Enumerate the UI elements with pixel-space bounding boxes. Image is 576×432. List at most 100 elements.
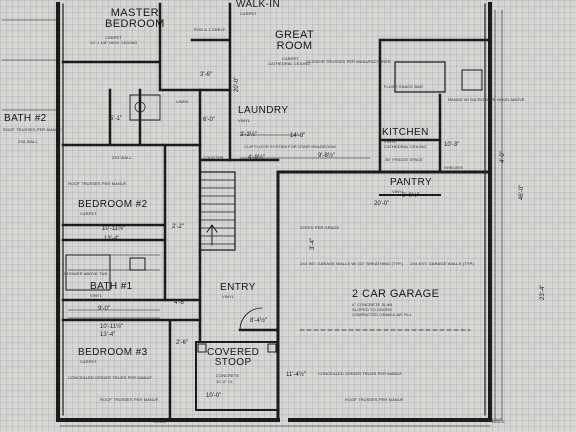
dim-13-4b: 13'-4" — [100, 332, 116, 338]
room-entry: ENTRY — [220, 282, 256, 293]
note-roof-truss-4: ROOF TRUSSES PER MANUF. — [345, 397, 405, 402]
stoop — [195, 341, 279, 411]
master-ceiling: 10'-1 1/8" HIGH CEILING — [90, 40, 138, 45]
note-steel-plate: STEEL PLATE TO SUPPORT BRICK ABOVE — [418, 417, 503, 422]
range — [461, 69, 483, 91]
dim-20-0v: 20'-0" — [234, 76, 240, 92]
stoop-dim: 10'-0" CL — [216, 379, 234, 384]
bedroom2-floor: CARPET — [80, 211, 97, 216]
note-clip-floor: CLIP FLOOR SYSTEM FOR STAIR HEADROOM — [244, 144, 336, 149]
wall-laundry — [198, 88, 280, 252]
room-bath-1: BATH #1 — [90, 281, 133, 292]
dim-4-0: 4'-0" — [500, 151, 506, 163]
entry-floor: VINYL — [222, 294, 235, 299]
wall-walkin — [190, 2, 232, 162]
stairs — [199, 171, 236, 251]
note-scissor-truss: SCISSOR TRUSSES PER MANUFACTURER — [306, 59, 391, 64]
kitchen-floor: VINYL — [384, 139, 397, 144]
great-floor: CARPET — [282, 56, 299, 61]
note-counter: COUNTER — [203, 155, 224, 160]
wall-bedroom2 — [61, 143, 167, 302]
note-concealed-girder-1: CONCEALED GIRDER TRUSS PER MANUF. — [68, 375, 153, 380]
dim-2-6: 2'-6" — [176, 340, 188, 346]
note-rod-shelf: ROD & 1 SHELF — [194, 27, 226, 32]
dim-20-0: 20'-0" — [374, 201, 390, 207]
walkin-floor: CARPET — [240, 11, 257, 16]
note-roof-truss-1: ROOF TRUSSES PER MANUF. — [68, 181, 128, 186]
note-fridge: 36" FRIDGE SPACE — [385, 157, 424, 162]
room-bath-2: BATH #2 — [4, 113, 47, 124]
pantry-floor: VINYL — [392, 189, 405, 194]
note-linen: LINEN — [176, 99, 189, 104]
note-roof-truss-2: ROOF TRUSSES PER MANUF. — [3, 127, 63, 132]
dim-5-1: 5'-1" — [110, 116, 122, 122]
stair-arrow — [206, 224, 218, 246]
dim-4-8: 4'-8" — [174, 300, 186, 306]
wall-bath2 — [61, 88, 202, 147]
dim-14-8: 14'-8" — [290, 133, 306, 139]
note-wall-2x4: 2X4 WALL — [112, 155, 132, 160]
room-covered-stoop: COVERED STOOP — [207, 347, 260, 368]
dim-23-4: 23'-4" — [540, 284, 546, 300]
dim-3-4: 3'-4" — [310, 238, 316, 250]
note-garage-walls-ext: 2X4 EXT. GARAGE WALLS (TYP.) — [410, 261, 475, 266]
room-pantry: PANTRY — [390, 177, 433, 188]
dim-46-0: 46'-0" — [519, 184, 525, 200]
laundry-floor: VINYL — [238, 118, 251, 123]
room-laundry: LAUNDRY — [238, 105, 289, 116]
dim-9-8: 9'-8½" — [318, 153, 335, 159]
room-great-room: GREAT ROOM — [275, 29, 315, 52]
room-kitchen: KITCHEN — [382, 127, 429, 138]
room-garage: 2 CAR GARAGE — [352, 288, 440, 300]
note-brick-1: BRICK — [154, 419, 167, 424]
wall-bedroom3 — [61, 318, 202, 422]
dimension-lines — [1, 9, 503, 427]
dim-6-0b: 6'-0" — [203, 117, 215, 123]
note-shelves: SHELVES — [444, 165, 463, 170]
stair-treads — [199, 179, 236, 245]
wall-entry — [198, 248, 280, 342]
dim-9-0: 9'-0" — [98, 306, 110, 312]
room-bedroom-2: BEDROOM #2 — [78, 199, 148, 210]
note-brick-2: BRICK — [492, 419, 505, 424]
bedroom3-floor: CARPET — [80, 359, 97, 364]
toilet — [129, 257, 146, 271]
note-snack-bar: FLUSH SNACK BAR — [384, 84, 423, 89]
garage-slope: SLOPED TO DOORS — [352, 307, 393, 312]
room-bedroom-3: BEDROOM #3 — [78, 347, 148, 358]
dim-2-2: 2'-2" — [172, 224, 184, 230]
stoop-note: CONCRETE — [216, 373, 240, 378]
vanity-bath2 — [129, 94, 161, 121]
dim-13-4: 13'-4" — [104, 236, 120, 242]
great-ceiling: CATHEDRAL CEILING — [268, 61, 311, 66]
note-roof-truss-3: ROOF TRUSSES PER MANUF. — [100, 397, 160, 402]
wall-master — [61, 2, 232, 92]
dim-6-0: 6'-0½" — [402, 193, 419, 199]
kitchen-island — [394, 61, 446, 93]
dim-3-6: 3'-6" — [200, 72, 212, 78]
dim-4-9: 4'-9½" — [248, 155, 265, 161]
wall-kitchen — [378, 38, 492, 174]
note-wall-2x6: 2X6 WALL — [18, 139, 38, 144]
stoop-columns — [197, 343, 277, 353]
dim-10-11b: 10'-11½" — [100, 324, 124, 330]
room-master-bedroom: MASTER BEDROOM — [105, 7, 165, 30]
kitchen-dim: 10'-3" — [444, 142, 460, 148]
exterior-wall-inner — [62, 3, 486, 416]
dim-11-4: 11'-4½" — [286, 372, 306, 378]
dim-8-4: 8'-4½" — [250, 318, 267, 324]
note-shower: SHOWER ABOVE TUB — [64, 271, 108, 276]
note-concealed-girder-2: CONCEALED GIRDER TRUSS PER MANUF. — [318, 371, 403, 376]
wall-bath1 — [61, 238, 202, 302]
note-steps-grade-2: STEPS PER GRADE — [200, 417, 240, 422]
note-steps-grade-1: STEPS PER GRADE — [300, 225, 340, 230]
dim-10-11: 10'-11½" — [102, 226, 126, 232]
master-floor: CARPET — [105, 35, 122, 40]
garage-fill: COMPACTED GRANULAR FILL — [352, 312, 413, 317]
note-range: RANGE W/ MICROWAVE HOOD ABOVE — [448, 97, 525, 102]
garage-slab: 4" CONCRETE SLAB — [352, 302, 393, 307]
sink-bath2 — [134, 101, 146, 113]
entry-door-swing — [239, 307, 263, 331]
